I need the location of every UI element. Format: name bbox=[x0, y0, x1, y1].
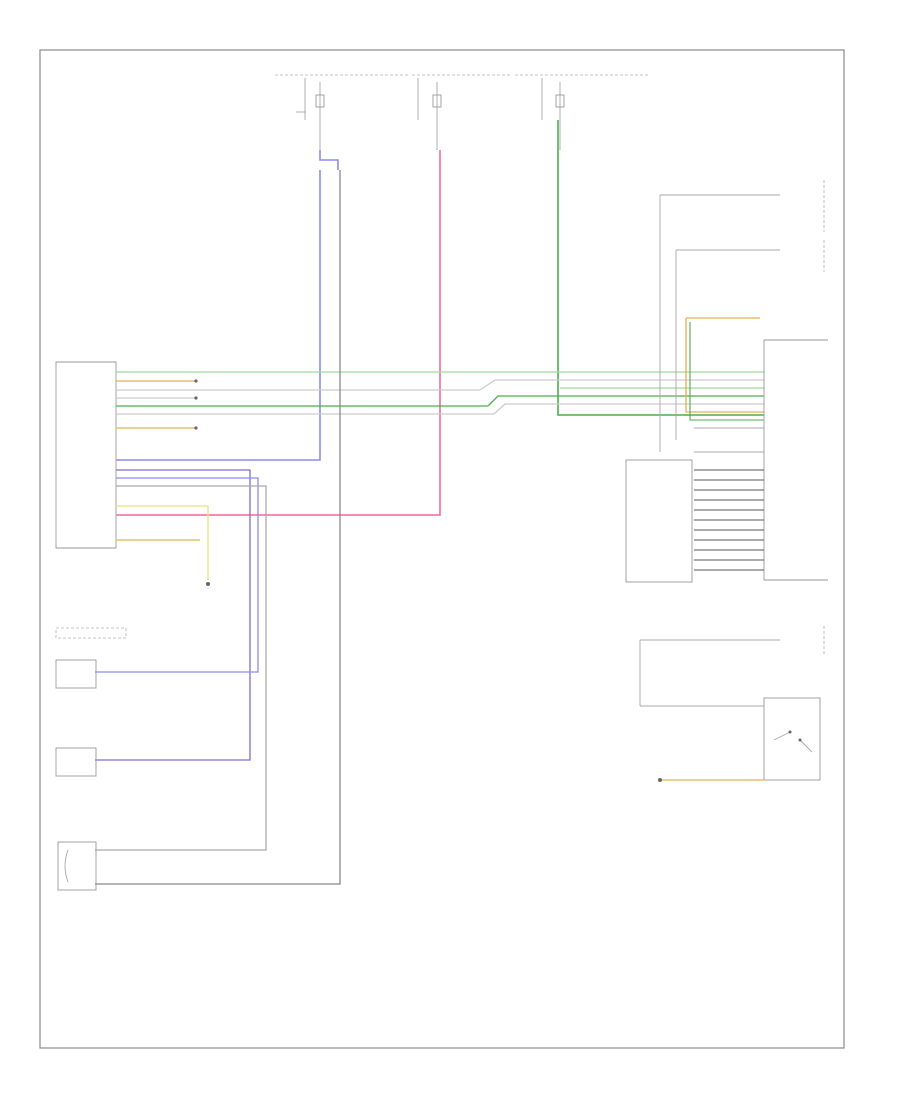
selector-lever-module bbox=[694, 339, 828, 581]
wire-green-feed bbox=[557, 120, 764, 416]
tcm-pins bbox=[194, 379, 198, 430]
tcm-lower-wires bbox=[95, 170, 341, 885]
ground-point bbox=[206, 582, 210, 586]
comfort-control-module bbox=[55, 747, 97, 777]
right-lower-components bbox=[639, 626, 825, 782]
fuse-block-right bbox=[515, 74, 650, 150]
shift-lock-solenoid bbox=[57, 841, 97, 891]
right-top-components bbox=[659, 180, 825, 452]
wire-blue-feed bbox=[116, 150, 339, 461]
engine-control-module bbox=[55, 627, 127, 689]
selector-lever-left-module bbox=[625, 459, 693, 583]
wire-pink-feed bbox=[116, 150, 441, 516]
tcm-module bbox=[55, 361, 117, 549]
fuse-block-left bbox=[275, 74, 410, 150]
diagram-frame bbox=[39, 49, 845, 1049]
tcm-harness bbox=[116, 371, 764, 429]
fuse-block-center bbox=[412, 74, 510, 150]
selector-lever-pins bbox=[694, 469, 764, 571]
